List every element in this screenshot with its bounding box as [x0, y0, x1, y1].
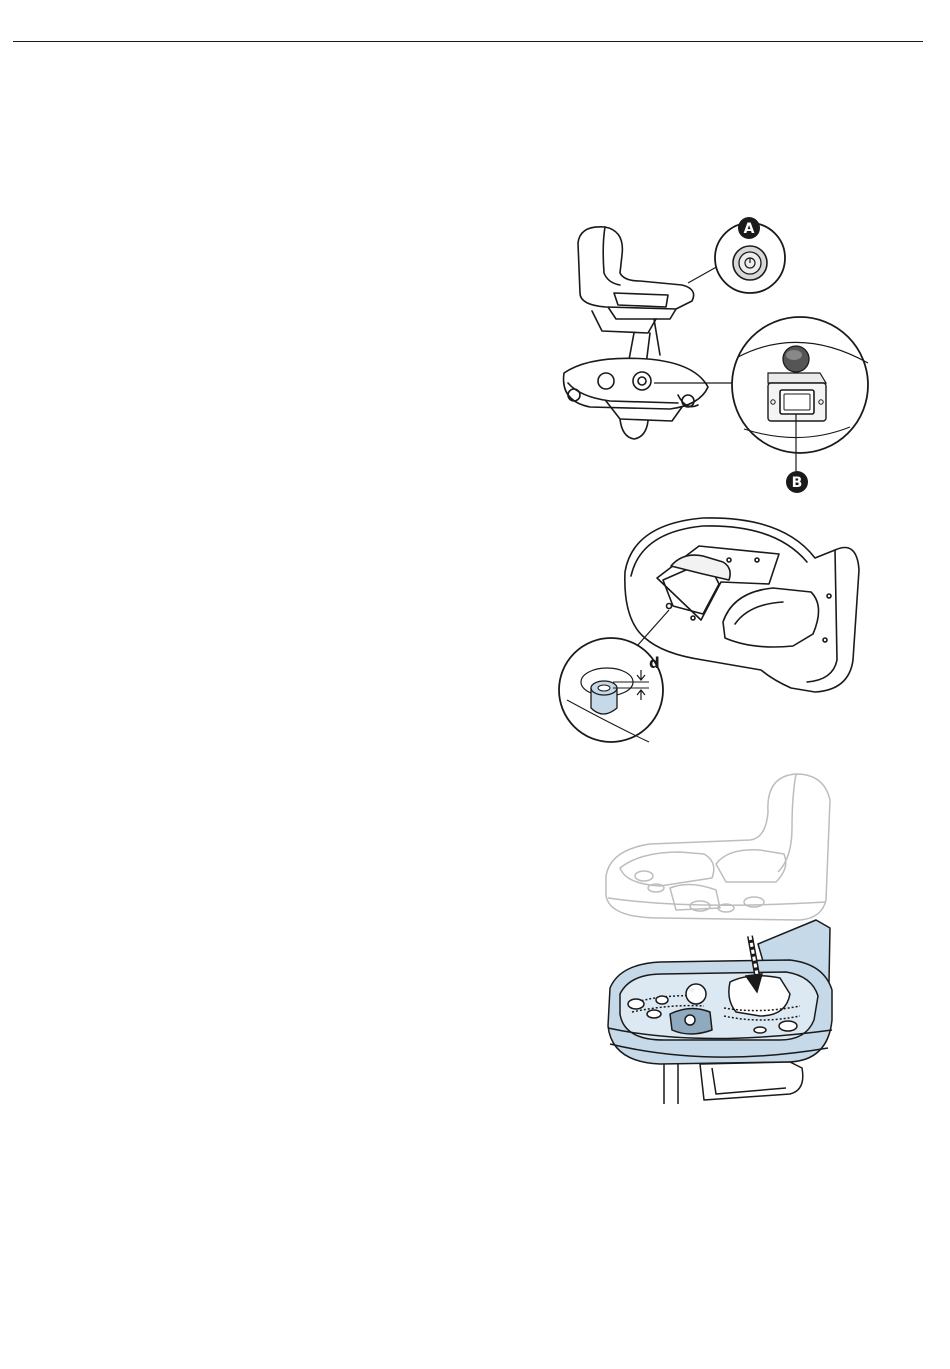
callout-a: A — [738, 217, 760, 239]
callout-b: B — [786, 471, 808, 493]
magnifier-socket — [732, 317, 868, 471]
chair-backrest — [578, 227, 694, 309]
header-rule — [13, 41, 923, 42]
magnifier-standoff — [559, 638, 663, 742]
mounting-ball-icon — [686, 984, 706, 1004]
chair-column-lower — [664, 1062, 803, 1104]
seat-ghost — [606, 774, 830, 920]
svg-text:A: A — [744, 221, 755, 237]
figure-seat-mounting — [600, 768, 850, 1104]
figure-chair-switches: A B — [550, 215, 890, 495]
figure-seat-dimension: d — [553, 510, 873, 746]
svg-text:B: B — [792, 475, 803, 491]
seat-outline — [625, 518, 859, 692]
seat-frame-highlighted — [608, 920, 832, 1064]
dimension-label-d: d — [649, 654, 660, 672]
